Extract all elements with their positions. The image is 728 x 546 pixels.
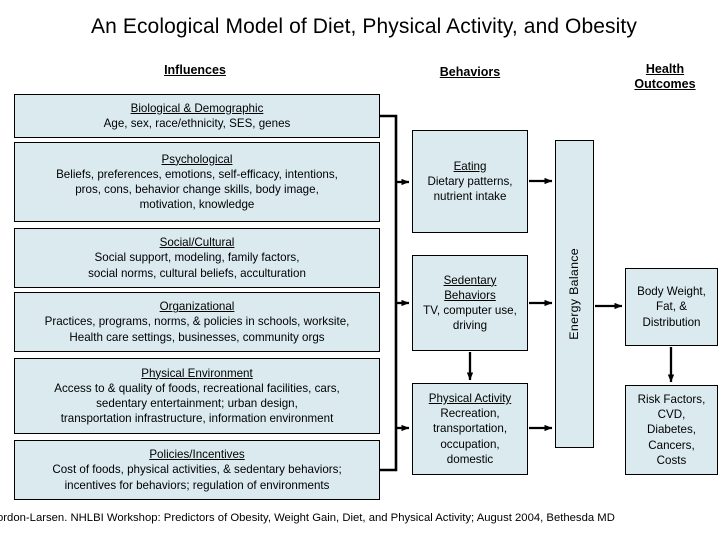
influence-box-policies-incentives-heading: Policies/Incentives <box>149 448 245 462</box>
influence-bus-line <box>380 114 398 472</box>
column-header-behaviors: Behaviors <box>400 65 540 80</box>
column-header-influences-label: Influences <box>164 63 226 77</box>
behavior-box-sedentary-behaviors: Sedentary Behaviors TV, computer use, dr… <box>412 255 528 351</box>
column-header-behaviors-label: Behaviors <box>439 65 501 79</box>
influence-box-organizational: Organizational Practices, programs, norm… <box>14 292 380 352</box>
influence-box-policies-incentives-body: Cost of foods, physical activities, & se… <box>52 463 342 492</box>
source-citation: ordon-Larsen. NHLBI Workshop: Predictors… <box>0 512 615 524</box>
influence-box-physical-environment-body: Access to & quality of foods, recreation… <box>54 381 340 426</box>
column-header-health-label: Health <box>645 62 685 76</box>
influence-box-social-cultural-heading: Social/Cultural <box>159 236 235 250</box>
column-header-influences: Influences <box>110 63 280 78</box>
influence-box-social-cultural-body: Social support, modeling, family factors… <box>88 251 306 280</box>
influence-box-biological-demographic-heading: Biological & Demographic <box>130 101 264 115</box>
influence-box-psychological-heading: Psychological <box>161 152 233 166</box>
behavior-box-sedentary-behaviors-body: TV, computer use, driving <box>423 304 517 333</box>
behavior-box-physical-activity-body: Recreation, transportation, occupation, … <box>432 407 508 466</box>
influence-box-biological-demographic-body: Age, sex, race/ethnicity, SES, genes <box>103 117 291 130</box>
influence-box-biological-demographic: Biological & Demographic Age, sex, race/… <box>14 94 380 138</box>
influence-box-organizational-body: Practices, programs, norms, & policies i… <box>44 315 350 344</box>
influence-box-organizational-heading: Organizational <box>159 300 235 314</box>
energy-balance-box: Energy Balance <box>555 140 594 448</box>
influence-box-psychological: Psychological Beliefs, preferences, emot… <box>14 142 380 222</box>
behavior-box-sedentary-behaviors-heading: Sedentary Behaviors <box>443 273 497 302</box>
influence-box-physical-environment: Physical Environment Access to & quality… <box>14 358 380 434</box>
influence-box-social-cultural: Social/Cultural Social support, modeling… <box>14 228 380 288</box>
page-title: An Ecological Model of Diet, Physical Ac… <box>91 15 637 38</box>
behavior-box-eating-heading: Eating <box>453 159 487 173</box>
behavior-box-eating-body: Dietary patterns, nutrient intake <box>427 174 513 204</box>
influence-box-psychological-body: Beliefs, preferences, emotions, self-eff… <box>56 167 338 212</box>
behavior-box-physical-activity-heading: Physical Activity <box>428 391 512 405</box>
outcome-box-risk-factors-body: Risk Factors, CVD, Diabetes, Cancers, Co… <box>637 392 706 467</box>
influence-box-policies-incentives: Policies/Incentives Cost of foods, physi… <box>14 440 380 500</box>
outcome-box-body-weight: Body Weight, Fat, & Distribution <box>625 268 718 346</box>
column-header-health-outcomes: Health Outcomes <box>610 62 720 92</box>
outcome-box-risk-factors: Risk Factors, CVD, Diabetes, Cancers, Co… <box>625 385 718 475</box>
column-header-outcomes-label: Outcomes <box>634 77 696 91</box>
behavior-box-physical-activity: Physical Activity Recreation, transporta… <box>412 383 528 475</box>
behavior-box-eating: Eating Dietary patterns, nutrient intake <box>412 130 528 233</box>
energy-balance-label: Energy Balance <box>566 248 581 340</box>
influence-box-physical-environment-heading: Physical Environment <box>141 366 253 380</box>
outcome-box-body-weight-body: Body Weight, Fat, & Distribution <box>637 285 706 329</box>
